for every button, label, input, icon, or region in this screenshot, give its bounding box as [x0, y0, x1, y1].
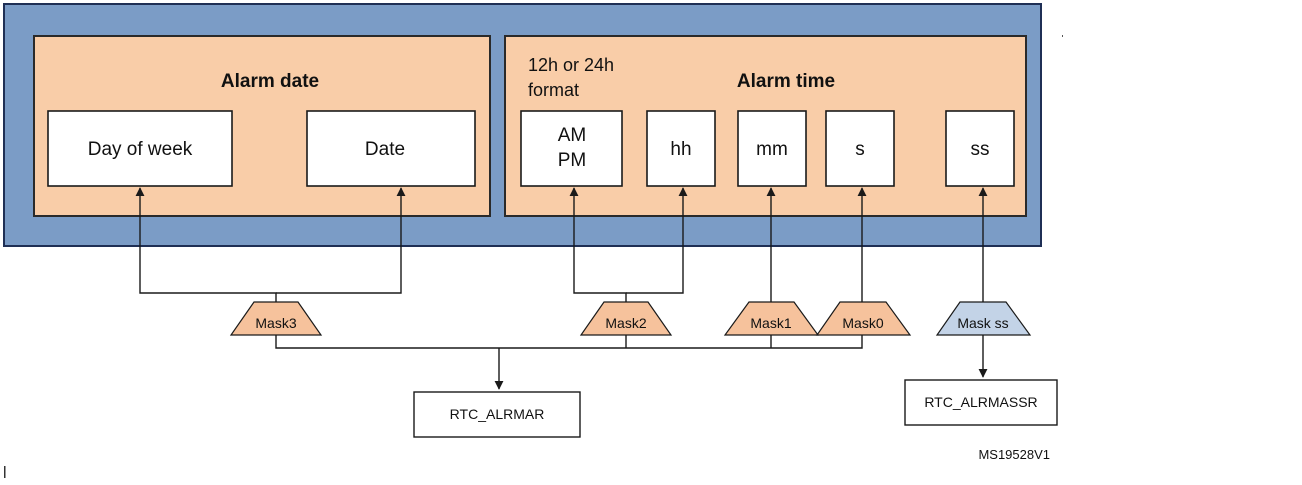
mask0-shape	[815, 301, 912, 336]
mask-ss-label: Mask ss	[957, 315, 1008, 331]
mask-bus	[275, 335, 863, 349]
ampm-field	[520, 110, 623, 187]
alarm-date-title: Alarm date	[221, 71, 319, 92]
rtc-alrmassr-box	[904, 379, 1058, 426]
artifact-dot	[1062, 35, 1063, 37]
alarm-time-title: Alarm time	[737, 71, 835, 92]
day-of-week-label: Day of week	[88, 139, 193, 160]
ss-label: ss	[971, 139, 990, 160]
date-field	[306, 110, 476, 187]
hh-field	[646, 110, 716, 187]
mask0-label: Mask0	[842, 315, 883, 331]
mask1-label: Mask1	[750, 315, 791, 331]
mm-field	[737, 110, 807, 187]
ampm-label-pm: PM	[558, 150, 587, 171]
format-label-line2: format	[528, 80, 579, 100]
rtc-alrmassr-label: RTC_ALRMASSR	[924, 394, 1037, 410]
ampm-label-am: AM	[558, 125, 587, 146]
s-label: s	[855, 139, 865, 160]
rtc-alrmar-label: RTC_ALRMAR	[450, 406, 545, 422]
format-label-line1: 12h or 24h	[528, 55, 614, 75]
hh-label: hh	[670, 139, 691, 160]
wire-mask3-day-of-week	[135, 187, 277, 302]
mask2-shape	[579, 301, 673, 336]
artifact-tick	[4, 466, 6, 478]
wire-mask2-hh	[626, 187, 688, 294]
rtc-alrmar-box	[413, 391, 581, 438]
day-of-week-field	[47, 110, 233, 187]
figure-reference: MS19528V1	[978, 447, 1050, 462]
mask2-label: Mask2	[605, 315, 646, 331]
mask-ss-shape	[935, 301, 1032, 336]
wire-mask2-ampm	[569, 187, 627, 302]
s-field	[825, 110, 895, 187]
mm-label: mm	[756, 139, 788, 160]
ss-field	[945, 110, 1015, 187]
date-label: Date	[365, 139, 405, 160]
mask3-shape	[229, 301, 323, 336]
mask3-label: Mask3	[255, 315, 296, 331]
wire-mask3-date	[276, 187, 406, 294]
